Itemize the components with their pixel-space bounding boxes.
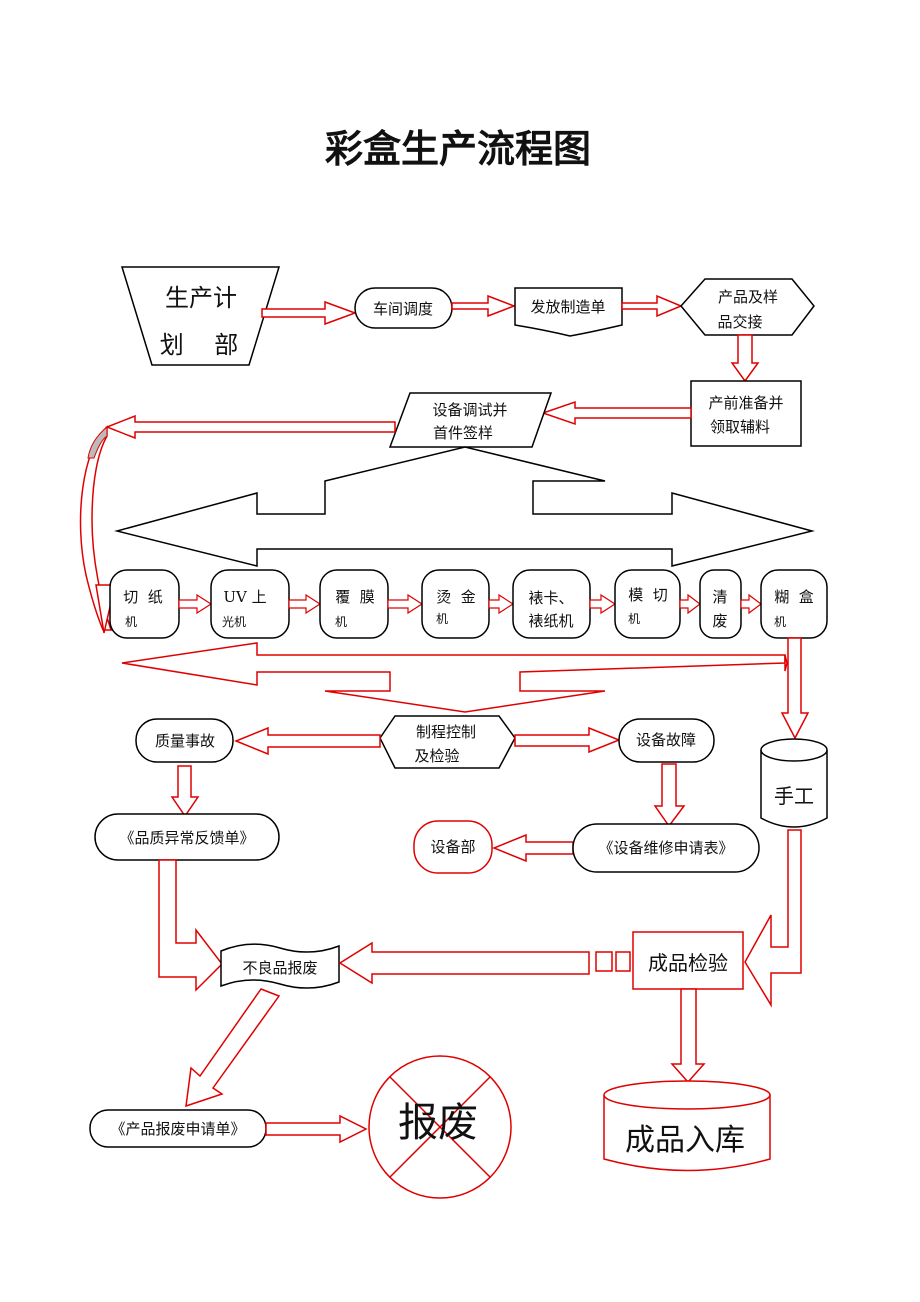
arrow-control-to-incident xyxy=(234,726,381,756)
equipment-failure-node: 设备故障 xyxy=(618,718,715,763)
quality-report-label: 《品质异常反馈单》 xyxy=(119,829,254,847)
arrow-machine-5-6 xyxy=(589,593,617,615)
prep-materials-label-1: 产前准备并 xyxy=(708,394,783,412)
process-control-node: 制程控制 及检验 xyxy=(379,715,516,769)
arrow-setup-to-left xyxy=(104,414,396,440)
lower-double-arrow xyxy=(121,642,788,713)
manual-process-label: 手工 xyxy=(774,784,814,808)
scrap-request-node: 《产品报废申请单》 xyxy=(89,1109,267,1148)
quality-incident-node: 质量事故 xyxy=(135,718,234,763)
sample-handover-node: 产品及样 品交接 xyxy=(680,278,815,336)
repair-request-node: 《设备维修申请表》 xyxy=(572,823,760,873)
machine-label-2: 机 xyxy=(125,615,137,629)
arrow-prep-to-setup xyxy=(540,400,692,426)
arrow-inspection-to-warehouse xyxy=(670,988,706,1084)
prep-materials-node: 产前准备并 领取辅料 xyxy=(690,380,802,447)
repair-request-label: 《设备维修申请表》 xyxy=(598,839,733,857)
equipment-setup-node: 设备调试并 首件签样 xyxy=(388,392,553,448)
arrow-request-to-scrap xyxy=(265,1114,368,1144)
machine-row: 切 纸 机 UV 上 光机 覆 膜 机 烫 金 机 裱卡、 裱纸机 xyxy=(109,569,828,639)
machine-mounting: 裱卡、 裱纸机 xyxy=(512,569,591,639)
workshop-dispatch-node: 车间调度 xyxy=(354,287,453,329)
equipment-department-node: 设备部 xyxy=(413,820,493,874)
planning-department-label-2: 划 部 xyxy=(160,331,239,359)
machine-label-1: UV 上 xyxy=(223,588,266,606)
defect-scrap-node: 不良品报废 xyxy=(220,943,340,989)
sample-handover-label-1: 产品及样 xyxy=(718,288,778,306)
equipment-setup-label-1: 设备调试并 xyxy=(432,401,507,419)
machine-label-2: 机 xyxy=(335,615,347,629)
arrow-defect-to-scrap-request xyxy=(185,988,281,1108)
process-control-label-1: 制程控制 xyxy=(416,723,476,741)
prep-materials-label-2: 领取辅料 xyxy=(710,418,770,436)
machine-label-2: 机 xyxy=(774,615,786,629)
arrow-machine-7-8 xyxy=(740,593,762,615)
issue-order-label: 发放制造单 xyxy=(530,298,605,316)
arrow-gluer-to-manual xyxy=(780,637,810,740)
scrap-request-label: 《产品报废申请单》 xyxy=(110,1120,245,1138)
machine-label-1: 覆 膜 xyxy=(335,588,375,606)
machine-label-1: 烫 金 xyxy=(436,588,476,606)
arrow-control-to-failure xyxy=(514,726,622,754)
page-title: 彩盒生产流程图 xyxy=(325,126,591,171)
quality-incident-label: 质量事故 xyxy=(155,732,215,750)
equipment-department-label: 设备部 xyxy=(430,838,475,856)
machine-box-gluer: 糊 盒 机 xyxy=(760,569,828,639)
planning-department-node: 生产计 划 部 xyxy=(120,266,281,366)
machine-label-1: 模 切 xyxy=(628,586,668,604)
machine-label-1: 切 纸 xyxy=(123,588,163,606)
machine-label-1: 裱卡、 xyxy=(528,589,573,607)
machine-label-2: 机 xyxy=(436,612,448,626)
arrow-machine-3-4 xyxy=(387,593,424,615)
arrow-machine-1-2 xyxy=(178,593,213,615)
issue-order-node: 发放制造单 xyxy=(514,287,623,337)
fg-inspection-label: 成品检验 xyxy=(648,951,728,975)
machine-label-2: 光机 xyxy=(222,615,246,629)
arrow-incident-to-report xyxy=(170,765,200,818)
process-control-label-2: 及检验 xyxy=(414,747,459,765)
planning-department-label-1: 生产计 xyxy=(165,284,237,312)
machine-label-2: 废 xyxy=(712,612,727,630)
arrow-order-to-handover xyxy=(621,294,683,318)
arrow-machine-4-5 xyxy=(488,593,515,615)
arrow-report-to-defect xyxy=(158,859,223,992)
machine-hot-stamping: 烫 金 机 xyxy=(421,569,490,639)
fg-inspection-node: 成品检验 xyxy=(632,931,744,990)
scrap-node: 报废 xyxy=(368,1055,512,1199)
defect-scrap-label: 不良品报废 xyxy=(242,959,317,977)
machine-uv-coater: UV 上 光机 xyxy=(210,569,290,639)
manual-process-node: 手工 xyxy=(760,738,828,828)
machine-label-2: 机 xyxy=(628,612,640,626)
workshop-dispatch-label: 车间调度 xyxy=(373,300,433,318)
machine-laminator: 覆 膜 机 xyxy=(319,569,389,639)
warehouse-label: 成品入库 xyxy=(625,1123,745,1158)
arrow-machine-6-7 xyxy=(679,593,701,615)
sample-handover-label-2: 品交接 xyxy=(717,313,762,331)
scrap-cross-icon xyxy=(389,1076,491,1178)
arrow-plan-to-dispatch xyxy=(261,300,358,326)
machine-die-cutter: 模 切 机 xyxy=(614,569,681,639)
equipment-failure-label: 设备故障 xyxy=(636,731,696,749)
arrow-inspection-to-defect xyxy=(338,941,631,985)
arrow-failure-to-request xyxy=(653,763,686,828)
arrow-machine-2-3 xyxy=(288,593,322,615)
machine-label-1: 清 xyxy=(712,588,727,606)
arrow-request-to-equipment-dept xyxy=(492,833,574,863)
warehouse-node: 成品入库 xyxy=(603,1080,771,1172)
arrow-dispatch-to-order xyxy=(451,294,517,318)
arrow-manual-to-inspection xyxy=(744,829,802,1008)
arrow-handover-to-prep xyxy=(730,334,760,383)
machine-paper-cutter: 切 纸 机 xyxy=(109,569,180,639)
quality-report-node: 《品质异常反馈单》 xyxy=(94,813,280,861)
equipment-setup-label-2: 首件签样 xyxy=(433,424,493,442)
machine-label-2: 裱纸机 xyxy=(528,612,573,630)
machine-waste-stripping: 清 废 xyxy=(699,569,742,639)
machine-label-1: 糊 盒 xyxy=(774,588,814,606)
scrap-label: 报废 xyxy=(398,1100,478,1146)
upper-double-arrow xyxy=(114,446,815,567)
